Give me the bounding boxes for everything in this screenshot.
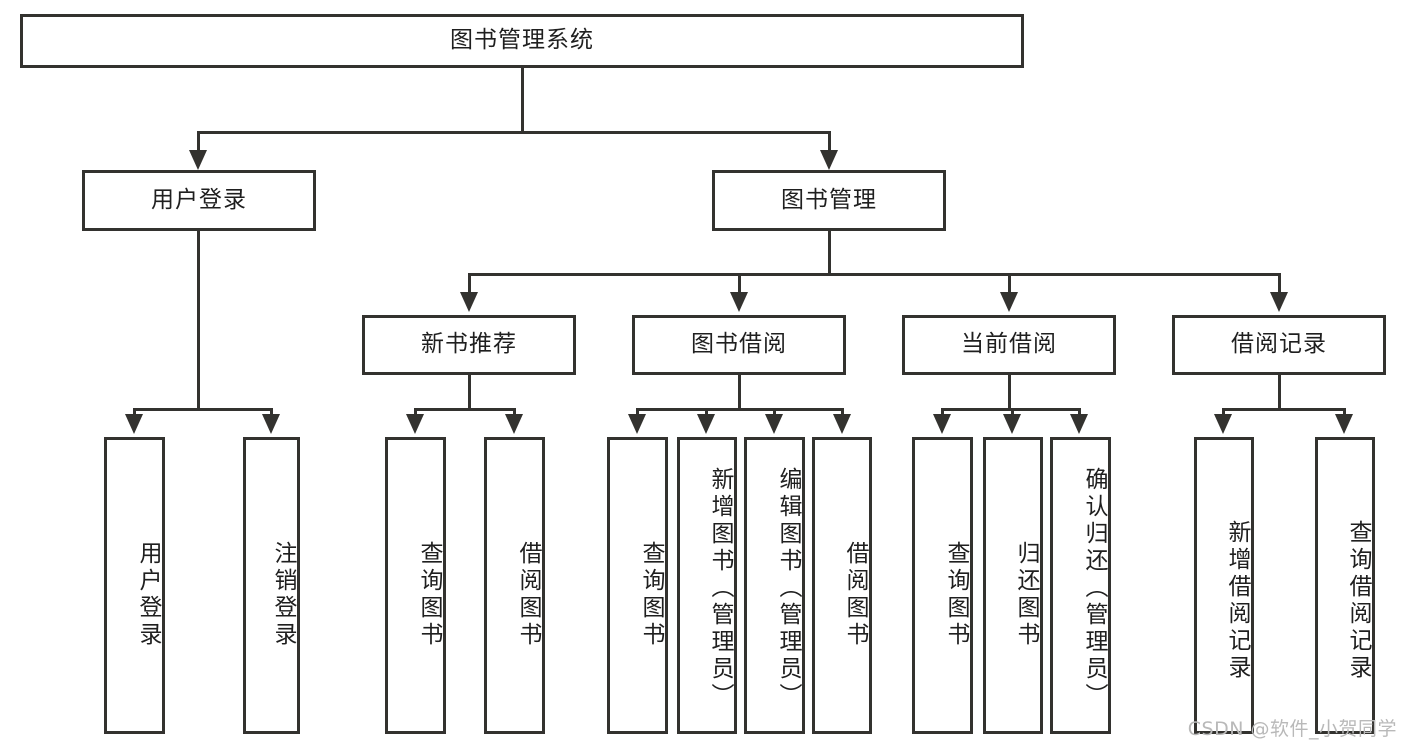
node-leaf-borrow-book-label: 借阅图书 — [842, 540, 868, 649]
node-book-borrow-label: 图书借阅 — [691, 331, 787, 358]
edge-current-borrow-drop-3 — [1078, 408, 1081, 418]
node-borrow-record-label: 借阅记录 — [1231, 331, 1327, 358]
edge-borrow-record-trunk — [1278, 375, 1281, 408]
node-leaf-query-book-recommend-label: 查询图书 — [416, 540, 442, 649]
arrow-leaf-add-book — [697, 414, 715, 434]
edge-book-borrow-drop-3 — [773, 408, 776, 418]
arrow-leaf-borrow-book — [833, 414, 851, 434]
watermark-text: CSDN @软件_小贺同学 — [1187, 718, 1397, 740]
node-title[interactable]: 图书管理系统 — [20, 14, 1024, 68]
node-leaf-add-book-label: 新增图书（管理员） — [707, 467, 733, 710]
edge-borrow-record-drop-1 — [1222, 408, 1225, 418]
edge-new-book-bus — [414, 408, 516, 411]
node-new-book-recommend-label: 新书推荐 — [421, 331, 517, 358]
arrow-leaf-logout — [262, 414, 280, 434]
node-leaf-query-book-current[interactable]: 查询图书 — [912, 437, 973, 734]
node-leaf-logout[interactable]: 注销登录 — [243, 437, 300, 734]
node-leaf-borrow-book-recommend[interactable]: 借阅图书 — [484, 437, 545, 734]
edge-drop-user-login — [197, 131, 200, 156]
node-leaf-edit-book-label: 编辑图书（管理员） — [775, 467, 801, 710]
node-leaf-return-book-label: 归还图书 — [1013, 540, 1039, 649]
node-book-management-label: 图书管理 — [781, 186, 877, 213]
edge-book-borrow-drop-4 — [841, 408, 844, 418]
arrow-leaf-return-book — [1003, 414, 1021, 434]
node-leaf-add-borrow-record[interactable]: 新增借阅记录 — [1194, 437, 1254, 734]
node-leaf-query-book-recommend[interactable]: 查询图书 — [385, 437, 446, 734]
node-current-borrow[interactable]: 当前借阅 — [902, 315, 1116, 375]
node-leaf-borrow-book[interactable]: 借阅图书 — [812, 437, 872, 734]
arrow-borrow-record — [1270, 292, 1288, 312]
node-leaf-user-login[interactable]: 用户登录 — [104, 437, 165, 734]
arrow-leaf-user-login — [125, 414, 143, 434]
arrow-leaf-confirm-return — [1070, 414, 1088, 434]
edge-book-borrow-drop-1 — [636, 408, 639, 418]
node-current-borrow-label: 当前借阅 — [961, 331, 1057, 358]
arrow-leaf-query-book-current — [933, 414, 951, 434]
node-leaf-edit-book[interactable]: 编辑图书（管理员） — [744, 437, 805, 734]
node-leaf-return-book[interactable]: 归还图书 — [983, 437, 1043, 734]
node-leaf-query-borrow-record-label: 查询借阅记录 — [1345, 519, 1371, 682]
node-book-management[interactable]: 图书管理 — [712, 170, 946, 231]
edge-book-management-trunk — [828, 231, 831, 273]
edge-new-book-trunk — [468, 375, 471, 408]
edge-drop-book-borrow — [738, 273, 741, 298]
node-leaf-add-borrow-record-label: 新增借阅记录 — [1224, 519, 1250, 682]
node-leaf-add-book[interactable]: 新增图书（管理员） — [677, 437, 737, 734]
node-leaf-query-book-borrow[interactable]: 查询图书 — [607, 437, 668, 734]
edge-new-book-drop-2 — [513, 408, 516, 418]
node-leaf-logout-label: 注销登录 — [270, 540, 296, 649]
arrow-new-book-recommend — [460, 292, 478, 312]
edge-user-login-trunk — [197, 231, 200, 411]
edge-drop-current-borrow — [1008, 273, 1011, 298]
edge-drop-borrow-record — [1278, 273, 1281, 298]
edge-level3-bus — [468, 273, 1280, 276]
node-leaf-confirm-return[interactable]: 确认归还（管理员） — [1050, 437, 1111, 734]
arrow-leaf-query-book-borrow — [628, 414, 646, 434]
arrow-user-login — [189, 150, 207, 170]
arrow-leaf-query-borrow-record — [1335, 414, 1353, 434]
node-leaf-borrow-book-recommend-label: 借阅图书 — [515, 540, 541, 649]
arrow-leaf-add-borrow-record — [1214, 414, 1232, 434]
node-title-label: 图书管理系统 — [450, 27, 594, 54]
edge-user-login-bus — [133, 408, 273, 411]
edge-book-borrow-drop-2 — [705, 408, 708, 418]
edge-borrow-record-bus — [1222, 408, 1346, 411]
arrow-leaf-edit-book — [765, 414, 783, 434]
node-user-login-label: 用户登录 — [151, 186, 247, 213]
node-leaf-query-book-current-label: 查询图书 — [943, 540, 969, 649]
edge-book-borrow-bus — [636, 408, 844, 411]
node-borrow-record[interactable]: 借阅记录 — [1172, 315, 1386, 375]
edge-user-login-drop-1 — [133, 408, 136, 418]
edge-new-book-drop-1 — [414, 408, 417, 418]
node-new-book-recommend[interactable]: 新书推荐 — [362, 315, 576, 375]
edge-current-borrow-drop-2 — [1011, 408, 1014, 418]
edge-level2-bus — [197, 131, 831, 134]
node-leaf-confirm-return-label: 确认归还（管理员） — [1081, 467, 1107, 710]
edge-borrow-record-drop-2 — [1343, 408, 1346, 418]
arrow-book-management — [820, 150, 838, 170]
arrow-current-borrow — [1000, 292, 1018, 312]
node-leaf-query-borrow-record[interactable]: 查询借阅记录 — [1315, 437, 1375, 734]
edge-current-borrow-drop-1 — [941, 408, 944, 418]
edge-drop-book-management — [828, 131, 831, 156]
node-leaf-query-book-borrow-label: 查询图书 — [638, 540, 664, 649]
edge-root-trunk — [521, 68, 524, 131]
arrow-leaf-borrow-book-recommend — [505, 414, 523, 434]
node-leaf-user-login-label: 用户登录 — [135, 540, 161, 649]
arrow-leaf-query-book-recommend — [406, 414, 424, 434]
arrow-book-borrow — [730, 292, 748, 312]
node-book-borrow[interactable]: 图书借阅 — [632, 315, 846, 375]
edge-user-login-drop-2 — [270, 408, 273, 418]
node-user-login[interactable]: 用户登录 — [82, 170, 316, 231]
edge-drop-new-book-recommend — [468, 273, 471, 298]
edge-current-borrow-trunk — [1008, 375, 1011, 408]
edge-book-borrow-trunk — [738, 375, 741, 408]
